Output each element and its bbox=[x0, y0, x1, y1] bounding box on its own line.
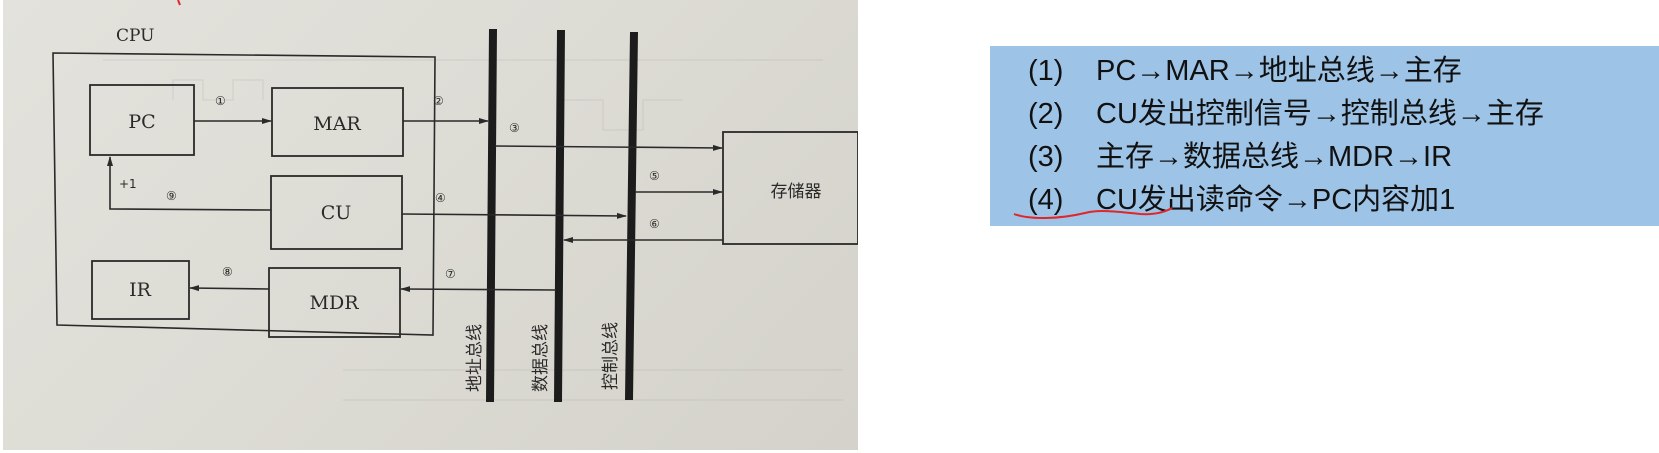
signal-paths bbox=[107, 118, 723, 293]
marker-5: ⑤ bbox=[649, 169, 660, 183]
cpu-bus-diagram-photo: CPU PC MAR CU IR MDR 存储器 bbox=[3, 0, 858, 450]
svg-text:PC: PC bbox=[128, 111, 155, 133]
marker-4: ④ bbox=[435, 191, 446, 205]
pc-block: PC bbox=[89, 84, 195, 156]
step-2: (2) CU发出控制信号→控制总线→主存 bbox=[1028, 93, 1659, 136]
marker-2: ② bbox=[433, 94, 444, 108]
step-index: (2) bbox=[1028, 98, 1064, 130]
path-7 bbox=[400, 286, 557, 293]
mdr-block: MDR bbox=[268, 267, 401, 338]
path-9 bbox=[107, 156, 272, 211]
svg-text:IR: IR bbox=[129, 279, 152, 301]
memory-block: 存储器 bbox=[722, 131, 858, 245]
step-text: PC→MAR→地址总线→主存 bbox=[1096, 55, 1462, 87]
step-3: (3) 主存→数据总线→MDR→IR bbox=[1028, 136, 1659, 179]
path-4 bbox=[401, 212, 627, 219]
svg-text:MAR: MAR bbox=[313, 113, 361, 135]
step-index: (3) bbox=[1028, 141, 1064, 173]
step-text: 主存→数据总线→MDR→IR bbox=[1096, 141, 1453, 173]
marker-7: ⑦ bbox=[445, 267, 456, 281]
cpu-label: CPU bbox=[116, 26, 154, 46]
pc-increment-label: +1 bbox=[119, 177, 137, 191]
step-text: CU发出读命令→PC内容加1 bbox=[1096, 184, 1456, 216]
marker-9: ⑨ bbox=[166, 189, 177, 203]
svg-text:控制总线: 控制总线 bbox=[601, 322, 621, 390]
path-8 bbox=[189, 285, 270, 292]
step-index: (1) bbox=[1028, 55, 1064, 87]
marker-1: ① bbox=[215, 94, 226, 108]
red-pen-mark bbox=[177, 0, 181, 6]
step-4: (4) CU发出读命令→PC内容加1 bbox=[1028, 179, 1659, 222]
mar-block: MAR bbox=[271, 87, 404, 157]
marker-8: ⑧ bbox=[222, 265, 233, 279]
step-index: (4) bbox=[1028, 184, 1064, 216]
instruction-fetch-diagram: CPU PC MAR CU IR MDR 存储器 bbox=[52, 0, 858, 403]
svg-text:存储器: 存储器 bbox=[771, 182, 822, 202]
svg-text:MDR: MDR bbox=[310, 292, 360, 314]
ir-block: IR bbox=[91, 260, 190, 320]
cpu-container bbox=[52, 52, 436, 336]
marker-6: ⑥ bbox=[649, 217, 660, 231]
step-1: (1) PC→MAR→地址总线→主存 bbox=[1028, 50, 1659, 93]
svg-text:CU: CU bbox=[321, 202, 352, 224]
fetch-steps-panel: (1) PC→MAR→地址总线→主存 (2) CU发出控制信号→控制总线→主存 (3… bbox=[990, 46, 1659, 226]
path-3 bbox=[494, 144, 723, 151]
control-bus: 控制总线 bbox=[601, 31, 638, 401]
step-text: CU发出控制信号→控制总线→主存 bbox=[1096, 98, 1544, 130]
svg-text:地址总线: 地址总线 bbox=[465, 324, 485, 392]
marker-3: ③ bbox=[509, 121, 520, 135]
svg-text:数据总线: 数据总线 bbox=[531, 324, 551, 392]
cu-block: CU bbox=[270, 175, 403, 250]
